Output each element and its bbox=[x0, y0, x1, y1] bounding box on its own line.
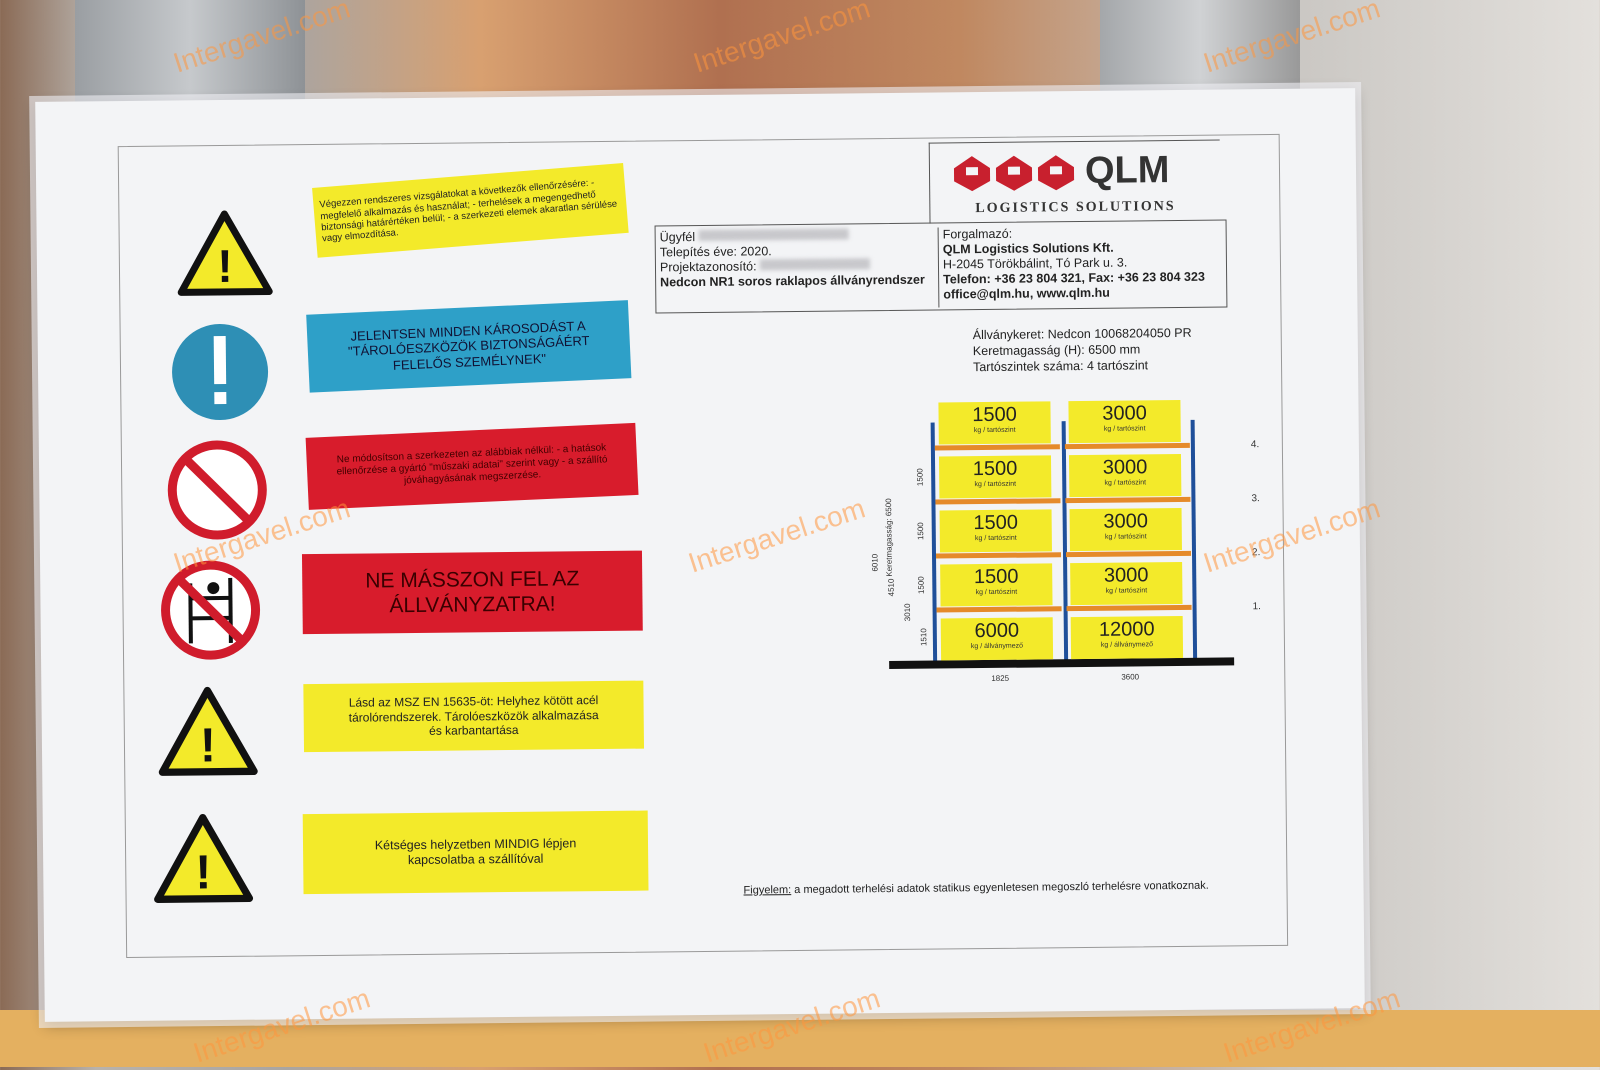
redacted-client bbox=[699, 228, 849, 241]
load-unit: kg / állványmező bbox=[1071, 641, 1183, 649]
load-unit: kg / tartószint bbox=[1069, 425, 1181, 433]
load-unit: kg / tartószint bbox=[1070, 533, 1182, 541]
spec-levels: Tartószintek száma: 4 tartószint bbox=[973, 357, 1192, 375]
rack-beam bbox=[1065, 497, 1190, 503]
load-value: 1500 bbox=[938, 403, 1050, 427]
rack-upright bbox=[1191, 420, 1198, 660]
no-climbing-notice: NE MÁSSZON FEL AZ ÁLLVÁNYZATRA! bbox=[302, 551, 643, 635]
load-value: 6000 bbox=[941, 619, 1053, 643]
level-label: 4. bbox=[1251, 439, 1259, 450]
level-label: 1. bbox=[1253, 601, 1261, 612]
load-unit: kg / tartószint bbox=[939, 426, 1051, 434]
height-dimension: 4510 bbox=[887, 579, 896, 597]
redacted-project-id bbox=[760, 258, 870, 270]
load-value: 3000 bbox=[1070, 510, 1182, 534]
load-unit: kg / tartószint bbox=[1069, 479, 1181, 487]
rack-beam bbox=[1065, 443, 1190, 449]
load-value: 3000 bbox=[1069, 456, 1181, 480]
level-spacing: 1500 bbox=[916, 522, 925, 540]
svg-text:!: ! bbox=[195, 846, 212, 899]
standard-reference-notice: Lásd az MSZ EN 15635-öt: Helyhez kötött … bbox=[303, 681, 644, 753]
level-spacing: 1500 bbox=[917, 576, 926, 594]
load-unit: kg / tartószint bbox=[939, 480, 1051, 488]
load-value: 3000 bbox=[1068, 402, 1180, 426]
rack-beam bbox=[935, 444, 1060, 450]
svg-text:!: ! bbox=[217, 240, 233, 292]
rack-upright bbox=[931, 423, 938, 663]
load-unit: kg / tartószint bbox=[940, 588, 1052, 596]
info-exclamation-icon bbox=[170, 321, 271, 422]
load-unit: kg / tartószint bbox=[1070, 587, 1182, 595]
height-dimension: 6010 bbox=[870, 554, 879, 572]
load-value: 3000 bbox=[1070, 564, 1182, 588]
svg-text:!: ! bbox=[200, 719, 217, 772]
warning-triangle-icon: ! bbox=[176, 209, 273, 296]
column-width-label: 3600 bbox=[1121, 672, 1139, 681]
load-value: 1500 bbox=[939, 457, 1051, 481]
logo-tagline: LOGISTICS SOLUTIONS bbox=[975, 199, 1175, 217]
contact-supplier-notice: Kétséges helyzetben MINDIG lépjen kapcso… bbox=[303, 811, 649, 895]
rack-beam bbox=[1066, 551, 1191, 557]
load-value: 1500 bbox=[940, 565, 1052, 589]
height-dimension: 1510 bbox=[919, 628, 928, 646]
no-climbing-icon bbox=[158, 558, 263, 663]
watermark: Intergavel.com bbox=[690, 0, 875, 80]
warning-triangle-icon: ! bbox=[153, 812, 254, 905]
rack-specs: Állványkeret: Nedcon 10068204050 PR Kere… bbox=[973, 325, 1192, 375]
system-name: Nedcon NR1 soros raklapos állványrendsze… bbox=[660, 273, 925, 291]
distributor-phone: Telefon: +36 23 804 321, Fax: +36 23 804… bbox=[943, 270, 1205, 288]
rack-upright bbox=[1062, 421, 1069, 661]
spec-frame: Állványkeret: Nedcon 10068204050 PR bbox=[973, 325, 1192, 343]
report-damage-notice: JELENTSEN MINDEN KÁROSODÁST A "TÁROLÓESZ… bbox=[306, 300, 631, 393]
warning-triangle-icon: ! bbox=[157, 685, 258, 778]
no-modification-notice: Ne módosítson a szerkezeten az alábbiak … bbox=[306, 423, 639, 510]
load-value: 1500 bbox=[940, 511, 1052, 535]
height-dimension: 3010 bbox=[903, 603, 912, 621]
column-width-label: 1825 bbox=[991, 674, 1009, 683]
qlm-logo: QLM LOGISTICS SOLUTIONS bbox=[929, 140, 1221, 224]
level-label: 3. bbox=[1251, 493, 1259, 504]
load-unit: kg / állványmező bbox=[941, 642, 1053, 650]
rack-beam bbox=[936, 552, 1061, 558]
rack-beam bbox=[935, 498, 1060, 504]
rack-beam bbox=[937, 606, 1062, 612]
logo-name: QLM bbox=[1085, 149, 1170, 193]
level-spacing: 1500 bbox=[916, 468, 925, 486]
load-value: 12000 bbox=[1071, 618, 1183, 642]
load-unit: kg / tartószint bbox=[940, 534, 1052, 542]
qlm-logo-mark-icon bbox=[952, 152, 1077, 193]
height-dimension: Keretmagasság: 6500 bbox=[884, 498, 894, 576]
distributor-web: office@qlm.hu, www.qlm.hu bbox=[943, 285, 1205, 303]
project-info-box: Ügyfél Telepítés éve: 2020. Projektazono… bbox=[655, 219, 1228, 313]
rack-beam bbox=[1067, 605, 1192, 611]
